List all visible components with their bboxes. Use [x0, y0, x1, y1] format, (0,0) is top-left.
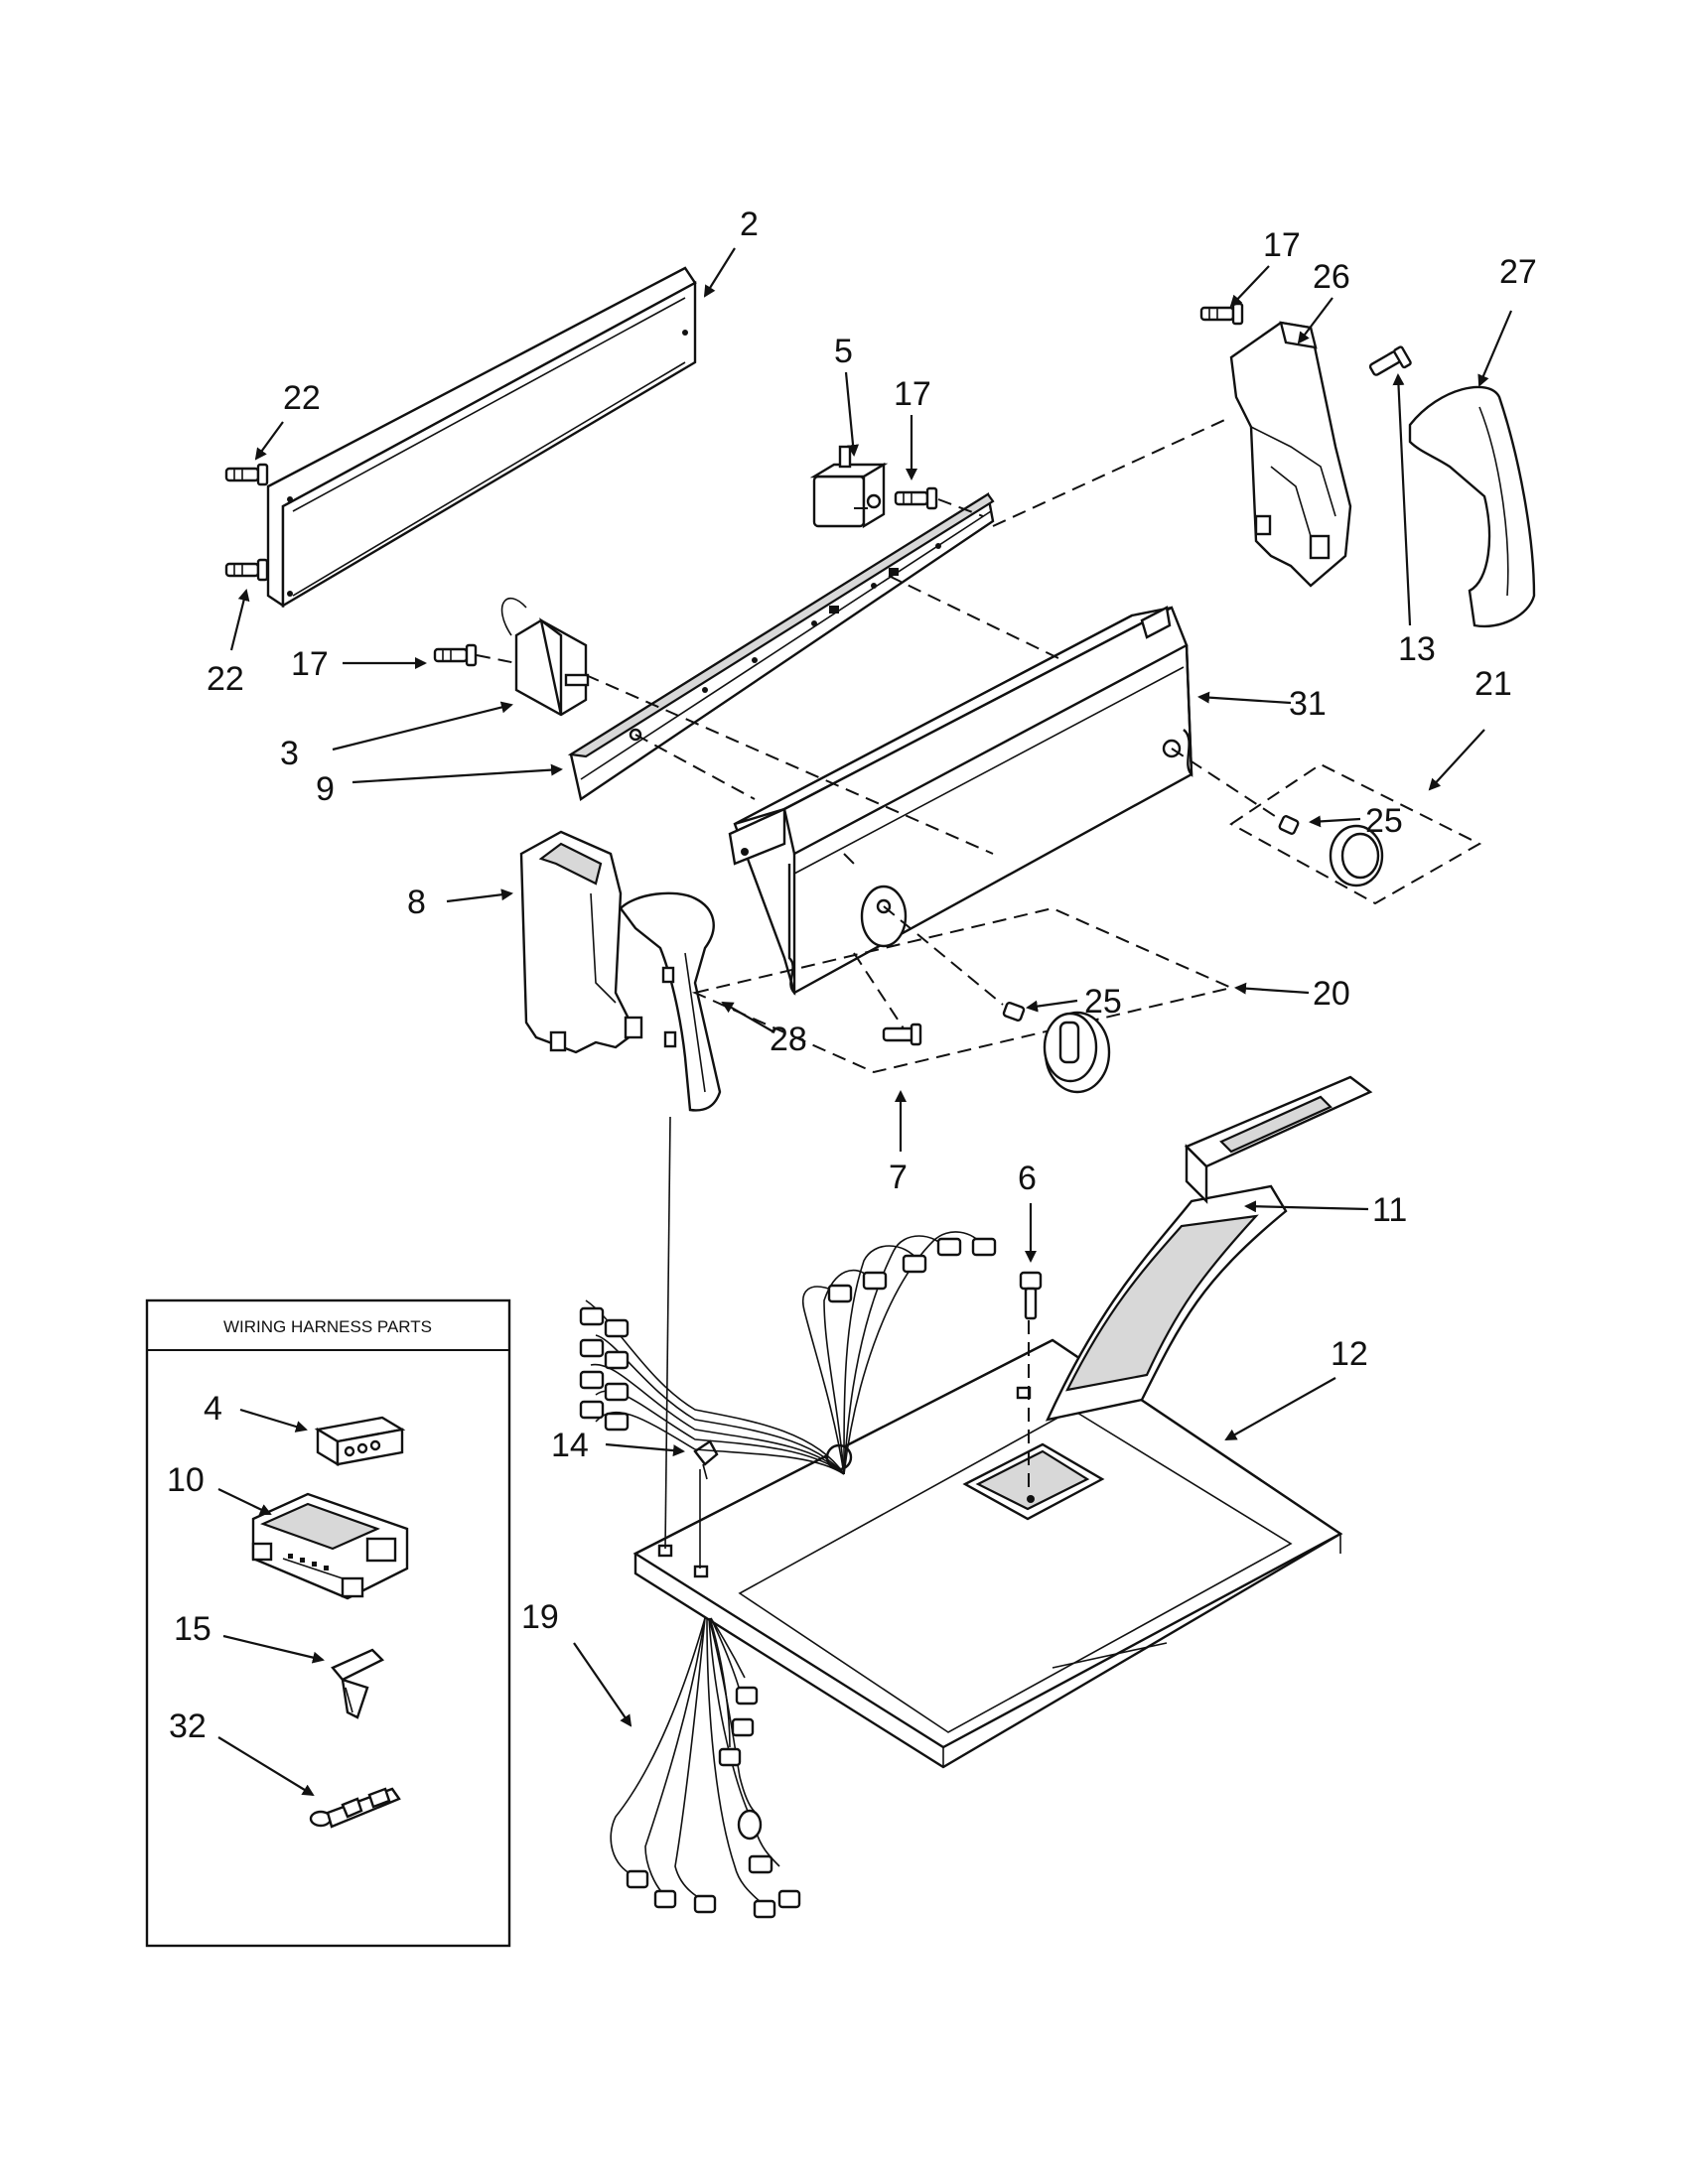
label-22-lower: 22 — [207, 660, 244, 698]
screw-17-middle — [894, 486, 938, 510]
leader-arrows — [217, 247, 1513, 1797]
label-10: 10 — [167, 1461, 205, 1499]
screw-7 — [882, 1023, 922, 1046]
screw-22-upper — [224, 463, 269, 486]
inset-title: WIRING HARNESS PARTS — [223, 1317, 432, 1336]
top-panel-part — [632, 1338, 1343, 1769]
label-17-right: 17 — [1263, 226, 1301, 264]
label-21: 21 — [1474, 665, 1512, 703]
label-3: 3 — [280, 735, 299, 772]
assembly-lines — [476, 416, 1282, 1489]
lint-duct-11-part — [1045, 1075, 1373, 1422]
label-27: 27 — [1499, 253, 1537, 291]
end-cap-26-part — [1229, 321, 1352, 588]
label-9: 9 — [316, 770, 335, 808]
part-labels: 2 22 22 5 17 17 17 26 27 13 3 9 31 21 25… — [167, 205, 1537, 1745]
label-17-left: 17 — [291, 645, 329, 683]
label-26: 26 — [1313, 258, 1350, 296]
wiring-harness-inset: WIRING HARNESS PARTS — [145, 1298, 511, 1948]
label-17-middle: 17 — [894, 375, 931, 413]
knob-20-group — [691, 906, 1235, 1094]
console-housing-part — [728, 606, 1193, 996]
label-25-lower: 25 — [1084, 983, 1122, 1021]
terminal-32-part — [309, 1787, 401, 1829]
label-31: 31 — [1289, 685, 1327, 723]
switch-5-part — [809, 445, 889, 529]
label-20: 20 — [1313, 975, 1350, 1013]
screw-22-lower — [224, 558, 269, 582]
screw-17-left — [433, 643, 478, 667]
screw-6 — [1019, 1271, 1043, 1320]
screw-17-right — [1199, 302, 1244, 326]
end-cap-8-part — [519, 830, 643, 1054]
rear-panel-part — [266, 266, 697, 609]
connector-4-part — [314, 1416, 406, 1467]
screw-13 — [1368, 345, 1412, 376]
wiring-harness-19 — [610, 1617, 801, 1919]
label-8: 8 — [407, 884, 426, 921]
knob-21-group — [1229, 762, 1482, 905]
guide-line-left — [664, 1116, 671, 1550]
label-15: 15 — [174, 1610, 211, 1648]
label-32: 32 — [169, 1707, 207, 1745]
label-7: 7 — [889, 1159, 908, 1196]
control-bracket-part — [567, 492, 995, 801]
label-12: 12 — [1331, 1335, 1368, 1373]
connector-10-part — [251, 1492, 409, 1600]
wiring-harness-upper — [579, 1231, 997, 1475]
clip-14-part — [693, 1439, 719, 1480]
trim-28-part — [619, 891, 722, 1112]
label-22-upper: 22 — [283, 379, 321, 417]
label-6: 6 — [1018, 1160, 1037, 1197]
end-cap-trim-27-part — [1408, 385, 1536, 628]
label-5: 5 — [834, 333, 853, 370]
timer-3-part — [500, 597, 590, 717]
clip-15-part — [331, 1648, 385, 1719]
label-28: 28 — [770, 1021, 807, 1058]
label-14: 14 — [551, 1427, 589, 1464]
label-4: 4 — [204, 1390, 222, 1428]
label-11: 11 — [1372, 1191, 1407, 1229]
label-2: 2 — [740, 205, 759, 243]
label-25-upper: 25 — [1365, 802, 1403, 840]
label-19: 19 — [521, 1598, 559, 1636]
label-13: 13 — [1398, 630, 1436, 668]
